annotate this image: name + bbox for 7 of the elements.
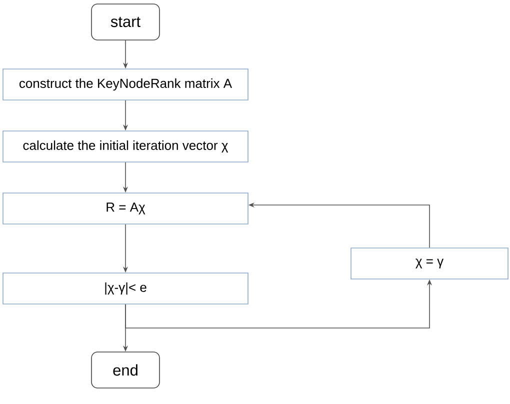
terminal-box: start	[91, 4, 160, 40]
process-box: calculate the initial iteration vector χ	[2, 130, 248, 162]
process-box: R = Aχ	[2, 192, 248, 224]
terminal-box: end	[91, 352, 160, 388]
process-box: χ = γ	[350, 248, 508, 280]
process-box: construct the KeyNodeRank matrix A	[2, 68, 248, 100]
process-box: |χ-γ|< e	[2, 272, 248, 304]
